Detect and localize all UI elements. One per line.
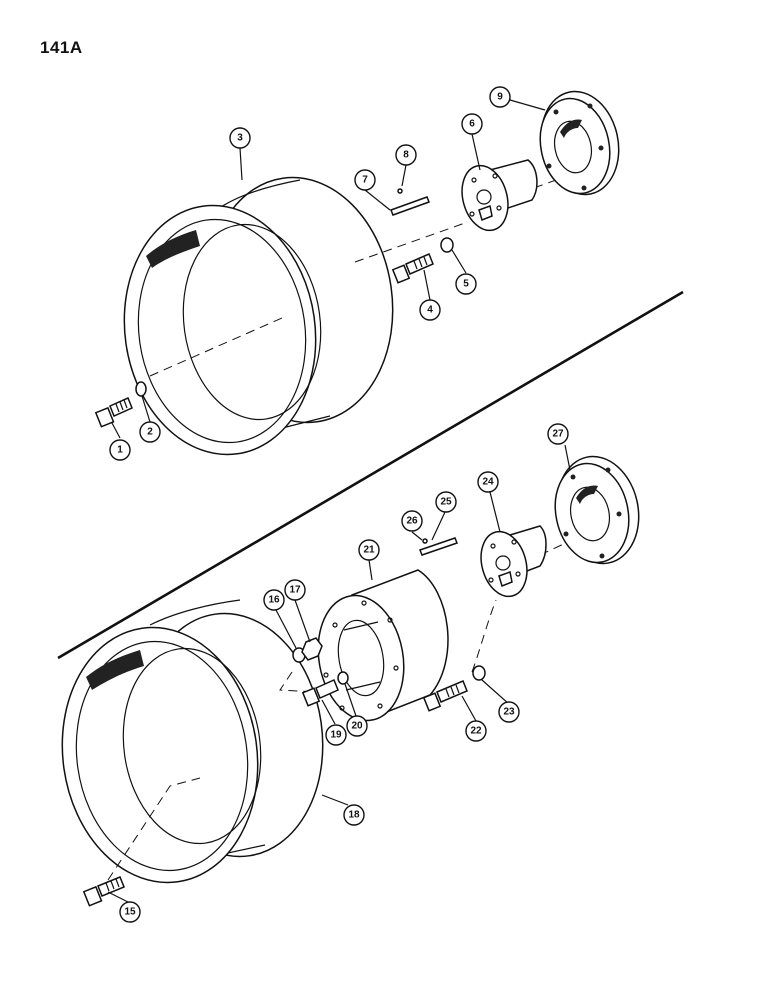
callout-label: 5: [463, 279, 469, 290]
upper-hub-path-line: [354, 222, 466, 263]
callout-label: 3: [237, 133, 243, 144]
callout-20: 20: [346, 715, 368, 737]
callout-27: 27: [547, 423, 569, 445]
callout-6: 6: [461, 113, 483, 135]
lower-bolt-path-line: [107, 777, 201, 881]
callout-24: 24: [477, 471, 499, 493]
nut-part-17: [301, 637, 323, 661]
assembly-divider-line: [57, 290, 684, 660]
callout-7: 7: [354, 169, 376, 191]
callout-8: 8: [395, 144, 417, 166]
bolt-part-19: [301, 678, 339, 707]
washer-part-5: [440, 237, 454, 253]
bolt-part-15: [82, 876, 125, 907]
callout-9: 9: [489, 86, 511, 108]
callout-label: 9: [497, 92, 503, 103]
callout-label: 21: [363, 545, 375, 556]
upper-bolt-path-line: [149, 317, 283, 377]
callout-label: 6: [469, 119, 475, 130]
callout-22: 22: [465, 720, 487, 742]
callout-label: 4: [427, 305, 433, 316]
mounting-plate-part-27: [554, 455, 640, 565]
callout-25: 25: [435, 491, 457, 513]
callout-5: 5: [455, 273, 477, 295]
callout-label: 20: [351, 721, 363, 732]
callout-15: 15: [119, 901, 141, 923]
pin-part-25: [422, 538, 428, 544]
key-part-26: [419, 537, 458, 556]
washer-part-2: [135, 381, 147, 397]
callout-17: 17: [284, 579, 306, 601]
callout-label: 27: [552, 429, 564, 440]
callout-label: 25: [440, 497, 452, 508]
washer-part-20: [337, 671, 349, 685]
hub-part-6: [461, 159, 538, 232]
callout-label: 2: [147, 427, 153, 438]
callout-leader-lines: [107, 99, 571, 903]
bolt-part-4: [391, 253, 434, 284]
callout-label: 19: [330, 730, 342, 741]
lower-spacer-path-line: [279, 671, 317, 693]
page-number: 141A: [40, 38, 83, 57]
mounting-plate-part-9: [539, 90, 620, 196]
callout-label: 18: [348, 810, 360, 821]
rim-part-3: [123, 176, 394, 456]
callout-3: 3: [229, 127, 251, 149]
callout-4: 4: [419, 299, 441, 321]
callout-16: 16: [263, 589, 285, 611]
callout-26: 26: [401, 510, 423, 532]
callout-label: 15: [124, 907, 136, 918]
callout-label: 7: [362, 175, 368, 186]
callout-21: 21: [358, 539, 380, 561]
hub-part-24: [480, 525, 547, 598]
bolt-part-22: [422, 680, 468, 712]
key-part-7: [390, 196, 430, 216]
callout-1: 1: [109, 439, 131, 461]
callout-label: 16: [268, 595, 280, 606]
callout-18: 18: [343, 804, 365, 826]
spacer-part-21: [317, 569, 449, 722]
callout-23: 23: [498, 701, 520, 723]
callout-19: 19: [325, 724, 347, 746]
callout-label: 22: [470, 726, 482, 737]
callout-2: 2: [139, 421, 161, 443]
callout-label: 26: [406, 516, 418, 527]
bolt-part-1: [94, 396, 133, 428]
callout-label: 17: [289, 585, 301, 596]
upper-wheel-assembly: [94, 90, 620, 456]
callout-label: 24: [482, 477, 494, 488]
washer-part-23: [472, 665, 486, 681]
callout-label: 8: [403, 150, 409, 161]
lower-wheel-assembly: [61, 455, 640, 907]
lower-hub-path-line: [471, 599, 497, 673]
rim-part-18: [61, 599, 324, 884]
callout-label: 1: [117, 445, 123, 456]
pin-part-8: [397, 188, 403, 194]
callout-label: 23: [503, 707, 515, 718]
